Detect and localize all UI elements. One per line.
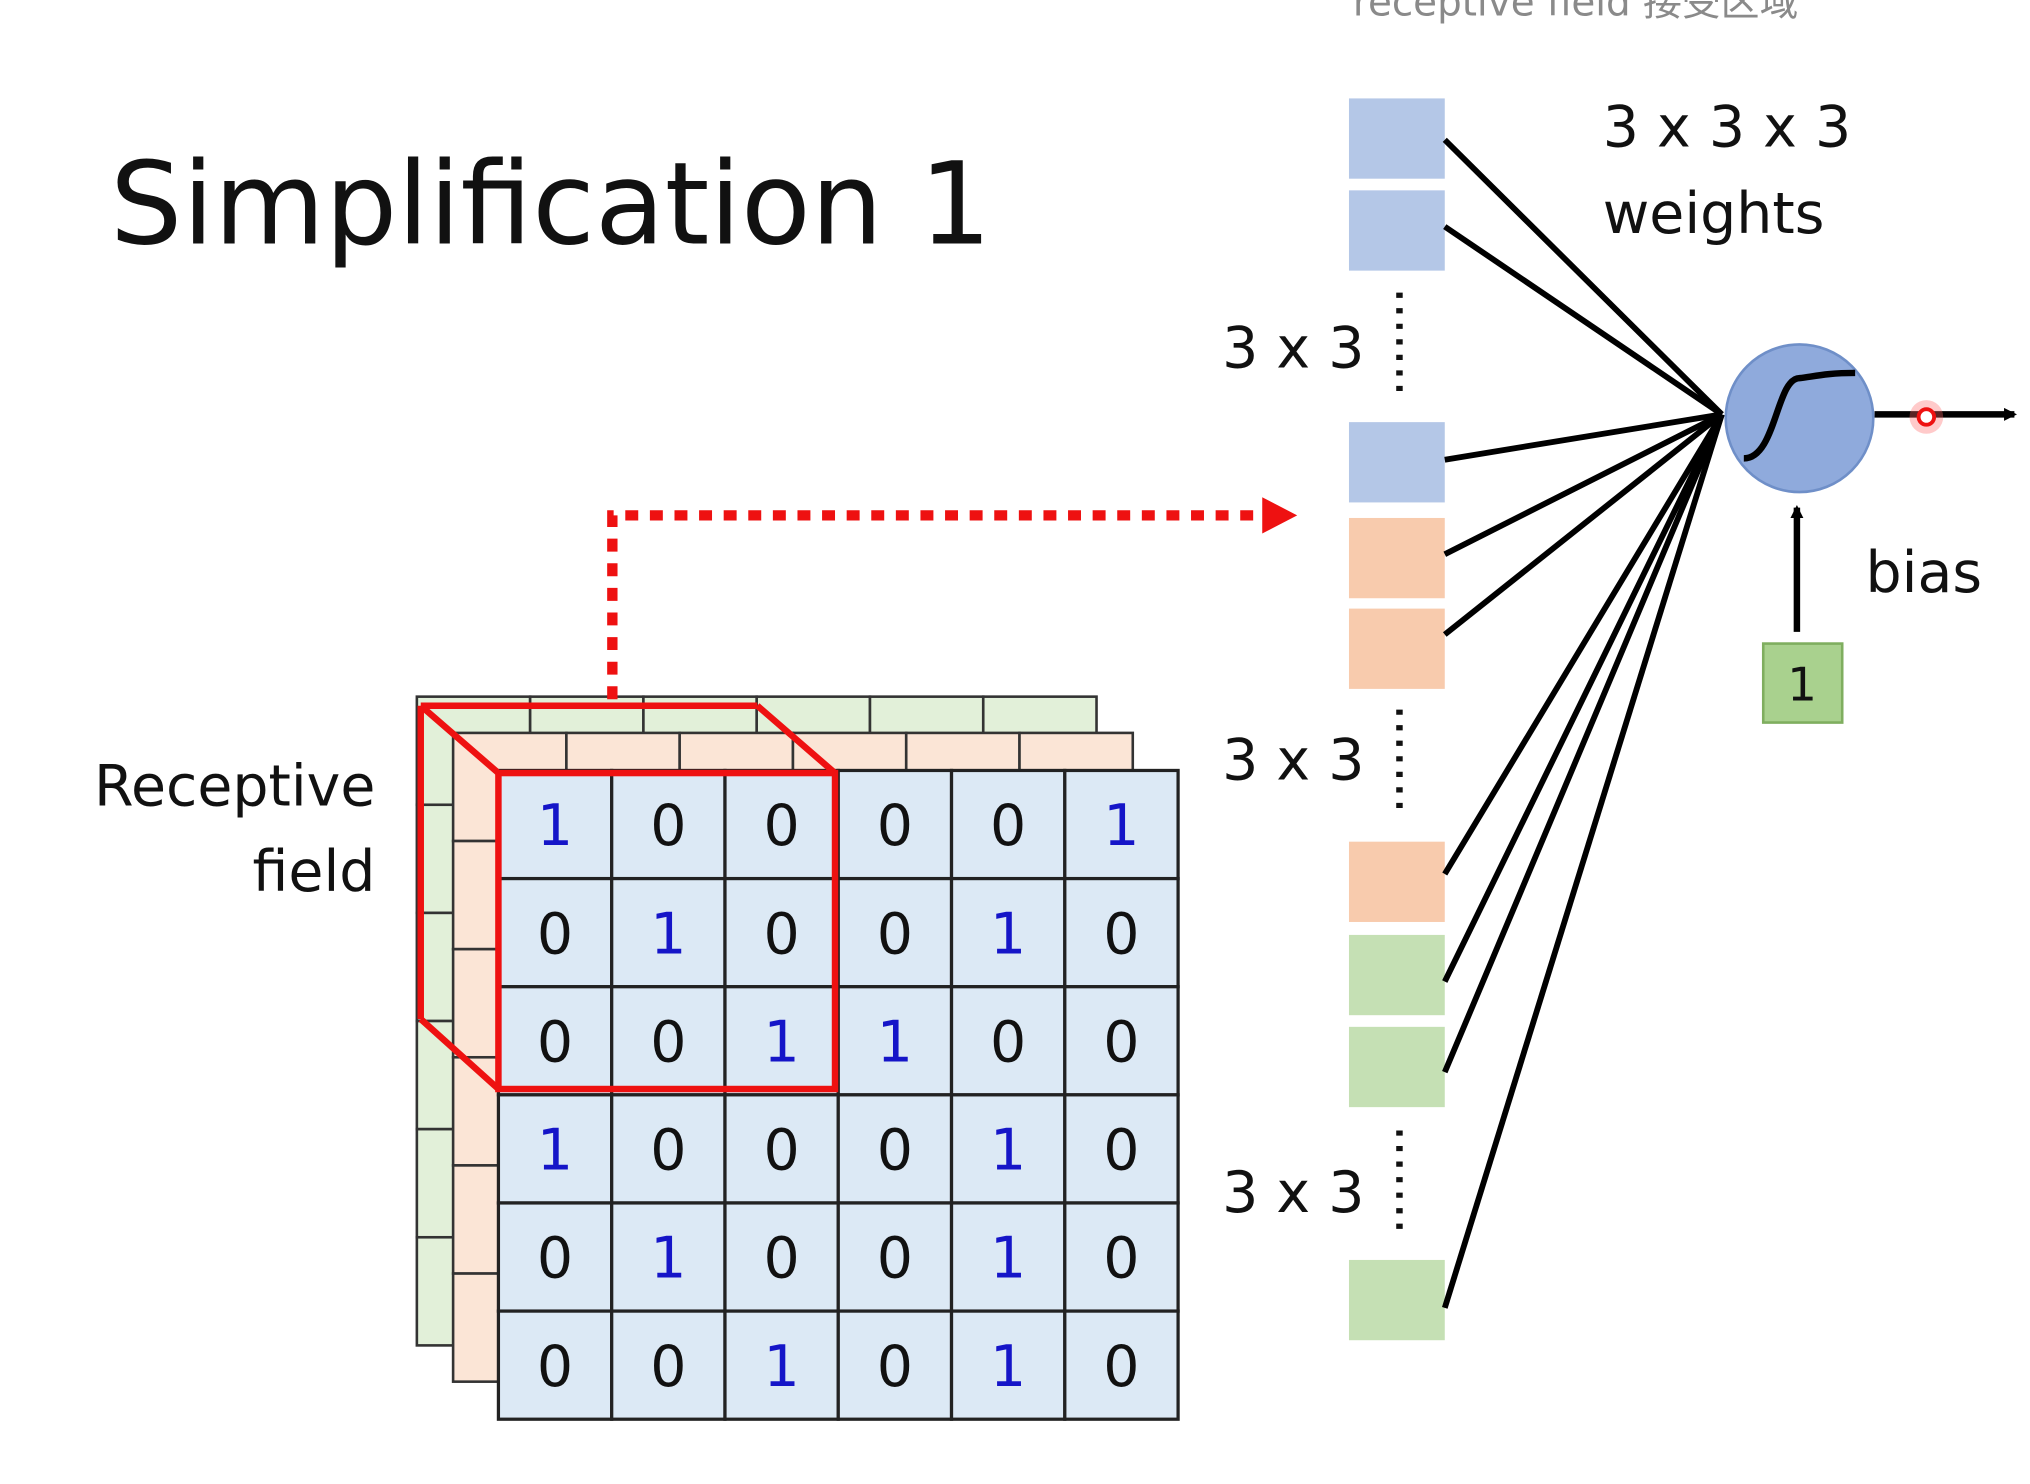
weights-label-line2: weights	[1603, 181, 1825, 247]
weight-box	[1348, 934, 1445, 1016]
weight-connection-line	[1442, 137, 1724, 417]
weight-box	[1348, 841, 1445, 922]
blue-grid-cell	[496, 985, 614, 1097]
blue-grid-cell	[723, 876, 840, 989]
blue-grid-cell	[610, 1309, 727, 1421]
grid-value: 1	[650, 1226, 686, 1292]
weight-box	[1348, 1259, 1445, 1341]
blue-grid-cell	[1063, 876, 1180, 989]
grid-value: 0	[763, 1226, 799, 1292]
grid-value: 0	[763, 901, 799, 967]
grid-value: 1	[990, 1118, 1026, 1184]
blue-grid-cell	[496, 1093, 614, 1205]
weight-box	[1348, 608, 1445, 689]
blue-channel-layer: 1 0 0 0 0 1 0 1 0 0 1 0 0 0 1 1 0 0 1 0 0 0 1 0 0 1 0 0 1 0 0 0 1 0 1 0	[496, 768, 1180, 1421]
blue-grid-cell	[496, 876, 614, 989]
group-label-3: 3 x 3	[1222, 1160, 1364, 1226]
blue-grid-cell	[949, 985, 1067, 1097]
output-arrow	[1874, 400, 2017, 434]
grid-value: 0	[650, 793, 686, 859]
grid-value: 0	[1103, 1226, 1139, 1292]
bias-input-box	[1761, 642, 1844, 724]
grid-value: 0	[877, 793, 913, 859]
grid-value: 1	[877, 1009, 913, 1075]
weight-connections	[1441, 137, 1725, 1309]
group-label-1: 3 x 3	[1222, 316, 1364, 382]
grid-value: 0	[763, 1118, 799, 1184]
weight-connection-line	[1444, 411, 1723, 463]
grid-value: 1	[990, 901, 1026, 967]
weight-box	[1348, 98, 1445, 179]
grid-value: 0	[877, 901, 913, 967]
grid-value: 0	[537, 901, 573, 967]
blue-grid-cell	[496, 1201, 614, 1313]
receptive-field-label-line1: Receptive	[94, 753, 375, 819]
blue-grid-cell	[836, 1093, 954, 1205]
blue-grid-cell	[496, 1309, 614, 1421]
blue-grid-cell	[610, 1201, 727, 1313]
grid-value: 0	[990, 1009, 1026, 1075]
group-label-2: 3 x 3	[1222, 728, 1364, 794]
grid-value: 0	[537, 1226, 573, 1292]
grid-value: 0	[1103, 1009, 1139, 1075]
dotted-flatten-arrow	[607, 497, 1298, 700]
bias-label: bias	[1866, 540, 1983, 606]
bias-input-value: 1	[1787, 658, 1817, 712]
weight-box	[1348, 422, 1445, 503]
grid-value: 1	[1103, 793, 1139, 859]
grid-value: 0	[537, 1334, 573, 1400]
slide-title: Simplification 1	[110, 137, 992, 270]
flattened-weight-column	[1348, 98, 1445, 1341]
grid-value: 0	[650, 1118, 686, 1184]
receptive-field-cube	[417, 702, 839, 1093]
blue-grid-cell	[1063, 1309, 1180, 1421]
grid-value: 0	[1103, 1334, 1139, 1400]
blue-grid-cell	[723, 1309, 840, 1421]
weight-box	[1348, 517, 1445, 599]
grid-value: 1	[537, 793, 573, 859]
receptive-field-label-line2: field	[253, 839, 376, 905]
grid-value: 1	[537, 1118, 573, 1184]
grid-value: 0	[1103, 1118, 1139, 1184]
weight-box	[1348, 1026, 1445, 1108]
grid-value: 0	[1103, 901, 1139, 967]
grid-value: 0	[877, 1226, 913, 1292]
grid-value: 0	[650, 1009, 686, 1075]
blue-grid-cell	[496, 768, 614, 881]
grid-value: 1	[990, 1334, 1026, 1400]
grid-value: 1	[990, 1226, 1026, 1292]
arrow-right-icon	[1262, 497, 1298, 534]
blue-grid-cell	[1063, 985, 1180, 1097]
grid-value: 0	[763, 793, 799, 859]
weight-connection-line	[1441, 413, 1725, 1309]
grid-value: 0	[650, 1334, 686, 1400]
blue-grid-cell	[949, 768, 1067, 881]
caption-text: receptive field 接受区域	[1353, 0, 1798, 26]
weight-connection-line	[1443, 411, 1724, 557]
blue-grid-cell	[723, 1093, 840, 1205]
grid-value: 0	[537, 1009, 573, 1075]
weights-label-line1: 3 x 3 x 3	[1603, 94, 1852, 160]
blue-grid-cell	[723, 985, 840, 1097]
blue-grid-cell	[1063, 1201, 1180, 1313]
weight-connection-line	[1443, 224, 1724, 417]
grid-value: 1	[763, 1334, 799, 1400]
weight-connection-line	[1442, 413, 1725, 1074]
blue-grid-cell	[949, 1201, 1067, 1313]
grid-value: 0	[990, 793, 1026, 859]
sigmoid-neuron-icon	[1724, 343, 1875, 494]
weight-connection-line	[1442, 413, 1725, 983]
grid-value: 0	[877, 1334, 913, 1400]
weight-box	[1348, 190, 1445, 271]
blue-grid-cell	[949, 1309, 1067, 1421]
grid-value: 1	[763, 1009, 799, 1075]
grid-value: 1	[650, 901, 686, 967]
grid-value: 0	[877, 1118, 913, 1184]
weight-connection-line	[1442, 412, 1725, 876]
weight-connection-line	[1442, 412, 1724, 637]
blue-grid-cell	[610, 985, 727, 1097]
